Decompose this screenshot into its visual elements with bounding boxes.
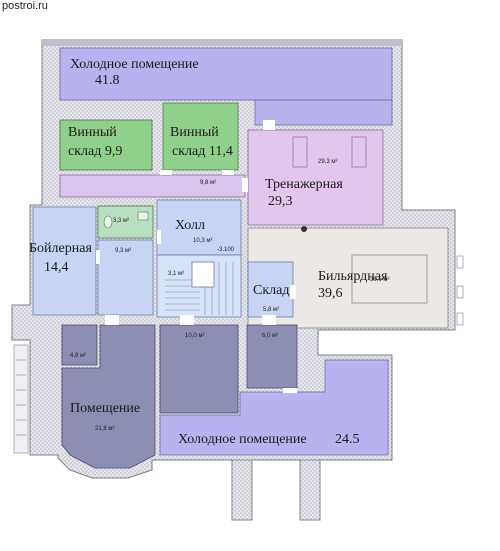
gym-equipment-2 bbox=[351, 136, 367, 168]
gym-small-area: 29,3 м² bbox=[318, 159, 337, 165]
billiard-small-area: 39,6 м² bbox=[370, 277, 389, 283]
cold-bottom-name: Холодное помещение bbox=[178, 432, 307, 447]
room-6-0 bbox=[246, 324, 298, 389]
wine2-name: Винный bbox=[170, 125, 219, 140]
hall-name: Холл bbox=[175, 218, 205, 233]
hall-level: -3.100 bbox=[217, 247, 235, 253]
room-wine-1 bbox=[59, 119, 153, 171]
room-4-8 bbox=[61, 324, 98, 366]
reference-point bbox=[301, 226, 307, 232]
room93-small-area: 9,3 м² bbox=[115, 248, 131, 254]
cold-bottom-area: 24.5 bbox=[335, 432, 360, 447]
billiard-table bbox=[351, 254, 428, 304]
site-watermark: postroi.ru bbox=[2, 0, 48, 12]
room60-small-area: 6,0 м² bbox=[262, 333, 278, 339]
storage-name: Склад bbox=[253, 283, 289, 298]
room-wine-2 bbox=[162, 102, 239, 171]
corridor-small-area: 9,8 м² bbox=[200, 180, 216, 186]
bath-small-area: 3,3 м² bbox=[113, 218, 129, 224]
billiard-name: Бильярдная bbox=[318, 269, 388, 284]
wine1-area: склад 9,9 bbox=[68, 144, 122, 159]
room-cold-top-ext bbox=[254, 99, 393, 126]
room-cold-bottom bbox=[159, 359, 389, 456]
room-boiler bbox=[32, 206, 97, 316]
hall-small-area: 10,3 м² bbox=[193, 238, 212, 244]
room48-small-area: 4,8 м² bbox=[70, 353, 86, 359]
cold-top-area: 41.8 bbox=[95, 73, 120, 88]
stair-well bbox=[191, 261, 215, 288]
wine2-area: склад 11,4 bbox=[172, 144, 233, 159]
room-pomesh bbox=[61, 324, 156, 469]
boiler-name: Бойлерная bbox=[29, 241, 92, 256]
sink-icon bbox=[137, 211, 149, 221]
storage-small-area: 5,8 м² bbox=[263, 307, 279, 313]
stairs-small-area: 3,1 м² bbox=[168, 271, 184, 277]
room-hall bbox=[156, 199, 242, 256]
gym-area: 29,3 bbox=[268, 194, 293, 209]
room-cold-top bbox=[59, 47, 393, 101]
gym-equipment-1 bbox=[292, 136, 308, 168]
boiler-area: 14,4 bbox=[44, 260, 69, 275]
windows-right bbox=[456, 255, 464, 326]
porch-columns bbox=[13, 344, 29, 454]
room-gym bbox=[247, 129, 384, 226]
gym-name: Тренажерная bbox=[265, 177, 343, 192]
pomesh-name: Помещение bbox=[70, 401, 140, 416]
doors bbox=[96, 120, 297, 393]
pomesh-small-area: 21,8 м² bbox=[95, 426, 114, 432]
room-corridor bbox=[59, 174, 246, 198]
room100-small-area: 10,0 м² bbox=[185, 333, 204, 339]
wine1-name: Винный bbox=[68, 125, 117, 140]
room-storage-overlay bbox=[247, 261, 294, 318]
room-10-0 bbox=[159, 324, 239, 414]
cold-top-name: Холодное помещение bbox=[70, 57, 199, 72]
toilet-icon bbox=[103, 215, 113, 229]
billiard-area: 39,6 bbox=[318, 286, 343, 301]
room-9-3 bbox=[97, 239, 154, 316]
